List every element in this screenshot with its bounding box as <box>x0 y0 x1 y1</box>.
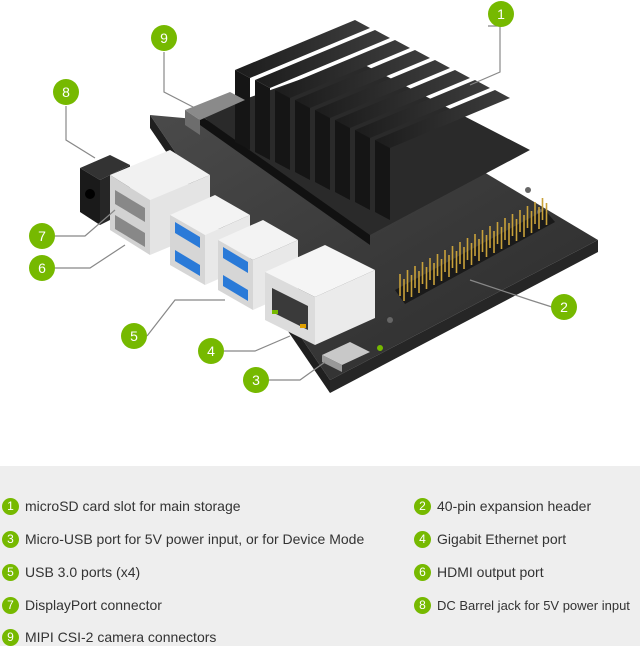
camera-connector <box>185 92 245 135</box>
callout-number: 6 <box>38 260 46 276</box>
heatsink-fin-side <box>295 100 310 180</box>
legend-number: 8 <box>414 596 431 614</box>
callout-number: 7 <box>38 228 46 244</box>
legend-label: Micro-USB port for 5V power input, or fo… <box>25 531 365 547</box>
callout-number: 2 <box>560 299 568 315</box>
legend-label: DC Barrel jack for 5V power input <box>437 597 630 613</box>
legend-item-3: 3 Micro-USB port for 5V power input, or … <box>2 529 364 549</box>
callout-4: 4 <box>198 338 224 364</box>
legend-label: USB 3.0 ports (x4) <box>25 564 141 580</box>
legend-number: 1 <box>2 497 19 515</box>
micro-usb-port <box>322 342 370 372</box>
callout-number: 3 <box>252 372 260 388</box>
callout-8: 8 <box>53 79 79 105</box>
heatsink-fin <box>295 50 430 108</box>
heatsink-fin-side <box>355 130 370 210</box>
legend-item-2: 2 40-pin expansion header <box>414 496 591 516</box>
heatsink-fin <box>275 40 410 98</box>
heatsink-fin <box>355 80 490 138</box>
callout-1: 1 <box>488 1 514 27</box>
callout-number: 8 <box>62 84 70 100</box>
callout-3: 3 <box>243 367 269 393</box>
heatsink-fin-side <box>335 120 350 200</box>
board-diagram: 1 2 3 4 5 6 7 8 9 <box>29 1 598 393</box>
legend-panel: 1 microSD card slot for main storage 2 4… <box>0 466 640 646</box>
legend-item-6: 6 HDMI output port <box>414 562 544 582</box>
legend-label: MIPI CSI-2 camera connectors <box>25 629 217 645</box>
legend-number: 4 <box>414 530 431 548</box>
legend-number: 5 <box>2 563 19 581</box>
callout-6: 6 <box>29 255 55 281</box>
callout-number: 1 <box>497 6 505 22</box>
legend-number: 2 <box>414 497 431 515</box>
gpio-header <box>395 198 555 304</box>
callout-number: 9 <box>160 30 168 46</box>
legend-item-4: 4 Gigabit Ethernet port <box>414 529 566 549</box>
legend-label: microSD card slot for main storage <box>25 498 241 514</box>
callout-7: 7 <box>29 223 55 249</box>
heatsink <box>200 20 530 245</box>
heatsink-fin-side <box>235 70 250 150</box>
legend-label: DisplayPort connector <box>25 597 162 613</box>
legend-number: 6 <box>414 563 431 581</box>
heatsink-fin-side <box>275 90 290 170</box>
heatsink-fin-side <box>375 140 390 220</box>
heatsink-fin <box>315 60 450 118</box>
callout-5: 5 <box>121 323 147 349</box>
legend-item-5: 5 USB 3.0 ports (x4) <box>2 562 140 582</box>
legend-item-9: 9 MIPI CSI-2 camera connectors <box>2 627 216 646</box>
legend-number: 9 <box>2 628 19 646</box>
legend-label: 40-pin expansion header <box>437 498 592 514</box>
legend-label: HDMI output port <box>437 564 544 580</box>
legend-label: Gigabit Ethernet port <box>437 531 567 547</box>
heatsink-fin <box>235 20 370 78</box>
leader-lines <box>55 25 553 381</box>
heatsink-fin-side <box>255 80 270 160</box>
legend-item-8: 8 DC Barrel jack for 5V power input <box>414 595 630 615</box>
callout-2: 2 <box>551 294 577 320</box>
callout-number: 5 <box>130 328 138 344</box>
ethernet-port <box>265 245 375 345</box>
legend-number: 3 <box>2 530 19 548</box>
heatsink-fin-side <box>315 110 330 190</box>
heatsink-fin <box>375 90 510 148</box>
heatsink-fin <box>335 70 470 128</box>
legend-item-7: 7 DisplayPort connector <box>2 595 162 615</box>
heatsink-fin <box>255 30 390 88</box>
callout-9: 9 <box>151 25 177 51</box>
callout-number: 4 <box>207 343 215 359</box>
legend-number: 7 <box>2 596 19 614</box>
legend-item-1: 1 microSD card slot for main storage <box>2 496 241 516</box>
